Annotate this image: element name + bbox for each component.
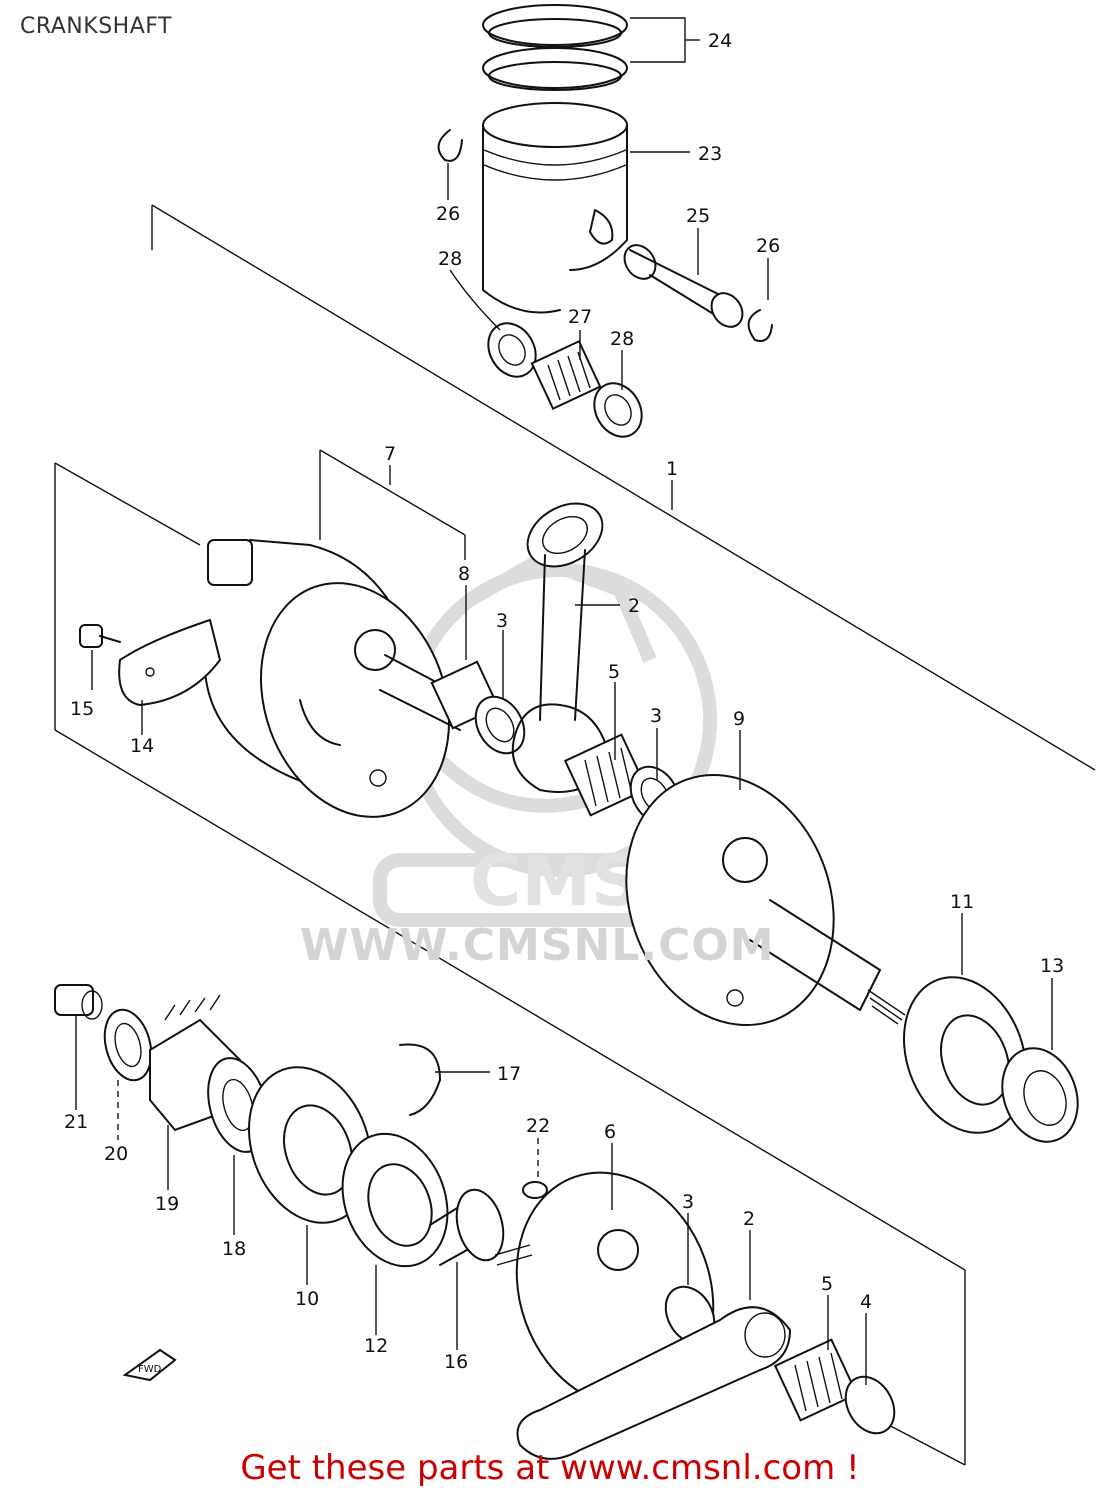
leader-lines xyxy=(75,39,1053,1385)
callout-19: 19 xyxy=(155,1193,179,1215)
main-bearing-right xyxy=(903,976,1079,1143)
callout-27: 27 xyxy=(568,306,592,328)
watermark-logo-text: CMS xyxy=(470,840,641,922)
piston-pin-and-clips xyxy=(437,129,773,342)
watermark-text: WWW.CMSNL.COM xyxy=(300,920,775,971)
piston xyxy=(482,102,628,314)
callout-11: 11 xyxy=(950,891,974,913)
gear-assembly xyxy=(54,984,269,1153)
main-bearing-left xyxy=(248,1043,441,1224)
callout-3: 3 xyxy=(496,610,508,632)
callout-7: 7 xyxy=(384,443,396,465)
piston-pin xyxy=(623,244,744,328)
callout-5b: 5 xyxy=(821,1273,833,1295)
callout-2: 2 xyxy=(628,595,640,617)
small-end-bearing xyxy=(487,322,643,438)
piston-rings xyxy=(482,4,686,91)
callout-6: 6 xyxy=(604,1121,616,1143)
diagram-title: CRANKSHAFT xyxy=(20,14,172,39)
callout-9: 9 xyxy=(733,708,745,730)
callout-labels: 24 23 26 25 26 28 27 28 7 1 8 2 3 5 3 9 … xyxy=(64,30,1064,1373)
seal-and-spacer xyxy=(341,1132,548,1268)
callout-21: 21 xyxy=(64,1111,88,1133)
callout-23: 23 xyxy=(698,143,722,165)
forward-arrow-icon: FWD xyxy=(122,1348,177,1382)
callout-26b: 26 xyxy=(756,235,780,257)
callout-5: 5 xyxy=(608,661,620,683)
callout-15: 15 xyxy=(70,698,94,720)
callout-17: 17 xyxy=(497,1063,521,1085)
callout-24: 24 xyxy=(708,30,732,52)
callout-8: 8 xyxy=(458,563,470,585)
crank-half-right xyxy=(625,773,906,1027)
callout-1: 1 xyxy=(666,458,678,480)
callout-13: 13 xyxy=(1040,955,1064,977)
callout-14: 14 xyxy=(130,735,154,757)
connecting-rod-lower xyxy=(516,1285,896,1460)
callout-3c: 3 xyxy=(682,1191,694,1213)
callout-28: 28 xyxy=(438,248,462,270)
callout-3b: 3 xyxy=(650,705,662,727)
oil-pump-arm xyxy=(79,618,222,707)
connecting-rod-upper xyxy=(511,502,611,793)
callout-10: 10 xyxy=(295,1288,319,1310)
callout-25: 25 xyxy=(686,205,710,227)
svg-text:FWD: FWD xyxy=(138,1364,162,1375)
callout-28b: 28 xyxy=(610,328,634,350)
callout-4: 4 xyxy=(860,1291,872,1313)
callout-12: 12 xyxy=(364,1335,388,1357)
callout-2b: 2 xyxy=(743,1208,755,1230)
crank-half-left xyxy=(203,539,451,818)
callout-26: 26 xyxy=(436,203,460,225)
footer-parts-link[interactable]: Get these parts at www.cmsnl.com ! xyxy=(240,1448,860,1488)
callout-22: 22 xyxy=(526,1115,550,1137)
assembly-brackets xyxy=(54,204,1096,1466)
callout-20: 20 xyxy=(104,1143,128,1165)
callout-18: 18 xyxy=(222,1238,246,1260)
crank-pin xyxy=(379,654,526,755)
callout-16: 16 xyxy=(444,1351,468,1373)
